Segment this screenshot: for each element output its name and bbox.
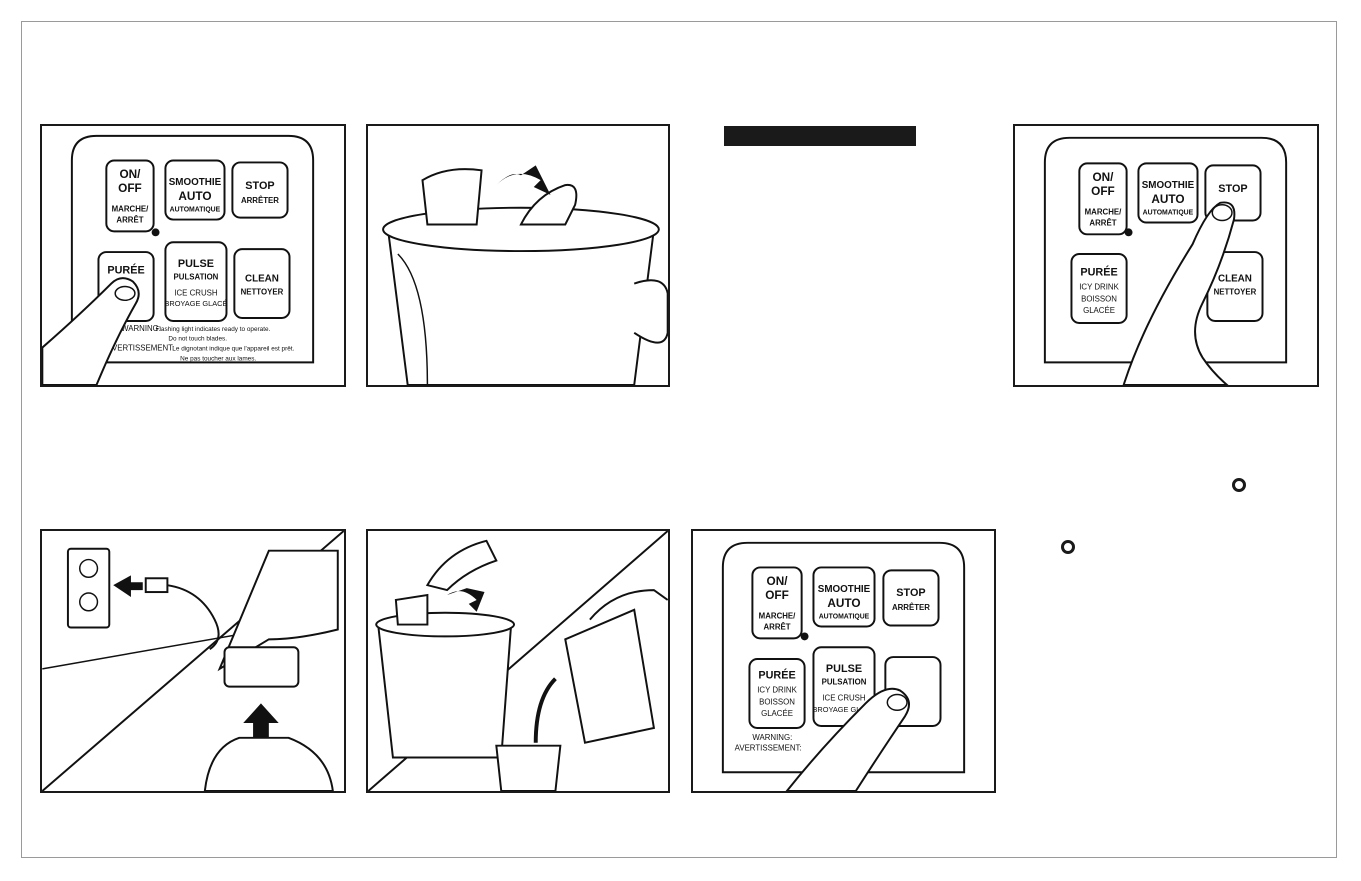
btn-smoothie-label: SMOOTHIE xyxy=(169,177,222,188)
illustration-press-clean: ON/ OFF MARCHE/ ARRÊT SMOOTHIE AUTO AUTO… xyxy=(691,529,996,793)
illustration-press-puree: ON/ OFF MARCHE/ ARRÊT SMOOTHIE AUTO AUTO… xyxy=(40,124,346,387)
btn-boisson-label-2: BOISSON xyxy=(1081,294,1117,303)
btn-pulsation-label-3: PULSATION xyxy=(822,678,867,687)
btn-puree-label-2: PURÉE xyxy=(1080,266,1117,279)
btn-glacee-label-2: GLACÉE xyxy=(1083,306,1115,315)
btn-stop-label-3: STOP xyxy=(896,587,925,599)
btn-on-label-2: ON/ xyxy=(1092,170,1114,184)
btn-smoothie-label-3: SMOOTHIE xyxy=(818,584,871,595)
btn-off-label: OFF xyxy=(118,181,142,195)
btn-stop-label: STOP xyxy=(245,180,274,192)
btn-ice-crush-label: ICE CRUSH xyxy=(174,288,218,297)
btn-arret-label: ARRÊT xyxy=(116,216,143,225)
control-panel-illustration-2: ON/ OFF MARCHE/ ARRÊT SMOOTHIE AUTO AUTO… xyxy=(1043,136,1288,385)
btn-glacee-label-3: GLACÉE xyxy=(761,709,793,718)
hand-icon xyxy=(425,539,498,592)
avert-text: Le dignotant indique que l'appareil est … xyxy=(172,346,294,353)
btn-marche-label: MARCHE/ xyxy=(112,205,149,214)
illustration-pour xyxy=(366,529,670,793)
btn-puree-label-3: PURÉE xyxy=(758,669,795,682)
btn-nettoyer-label: NETTOYER xyxy=(241,287,284,296)
btn-auto-label: AUTO xyxy=(178,189,211,203)
unplug-arrow-icon xyxy=(113,575,143,597)
illustration-press-stop: ON/ OFF MARCHE/ ARRÊT SMOOTHIE AUTO AUTO… xyxy=(1013,124,1319,387)
warning-text: Flashing light indicates ready to operat… xyxy=(156,326,271,333)
finger-icon-3 xyxy=(785,687,910,791)
control-panel-illustration-1: ON/ OFF MARCHE/ ARRÊT SMOOTHIE AUTO AUTO… xyxy=(42,134,315,385)
btn-arreter-label-3: ARRÊTER xyxy=(892,603,930,612)
btn-ice-crush-label-3: ICE CRUSH xyxy=(822,693,866,702)
btn-icy-label-3: ICY DRINK xyxy=(757,686,797,695)
illustration-unplug xyxy=(40,529,346,793)
btn-automatique-label-3: AUTOMATIQUE xyxy=(819,614,870,621)
btn-pulse-label-3: PULSE xyxy=(826,663,862,675)
btn-auto-label-3: AUTO xyxy=(827,596,860,610)
ring-indicator-icon-2 xyxy=(1061,540,1075,554)
avert-text-2: Ne pas toucher aux lames. xyxy=(180,355,256,362)
control-panel-illustration-3: ON/ OFF MARCHE/ ARRÊT SMOOTHIE AUTO AUTO… xyxy=(721,541,966,791)
lift-arrow-icon xyxy=(243,703,279,763)
indicator-light xyxy=(151,228,160,237)
btn-arret-label-2: ARRÊT xyxy=(1089,218,1116,227)
btn-pulsation-label: PULSATION xyxy=(174,273,219,282)
btn-stop-label-2: STOP xyxy=(1218,183,1247,195)
finger-icon xyxy=(42,277,140,385)
btn-clean-label: CLEAN xyxy=(245,274,279,285)
btn-boisson-label-3: BOISSON xyxy=(759,697,795,706)
warning-label-3: WARNING: xyxy=(752,733,792,742)
btn-on-label: ON/ xyxy=(119,167,141,181)
btn-clean-label-2: CLEAN xyxy=(1218,274,1252,285)
illustration-open-lid xyxy=(366,124,670,387)
btn-nettoyer-label-2: NETTOYER xyxy=(1214,287,1257,296)
curved-arrow-icon xyxy=(496,165,551,195)
ring-indicator-icon xyxy=(1232,478,1246,492)
btn-on-label-3: ON/ xyxy=(767,574,789,588)
btn-marche-label-2: MARCHE/ xyxy=(1085,208,1122,217)
btn-automatique-label: AUTOMATIQUE xyxy=(170,207,221,214)
btn-puree-label: PURÉE xyxy=(107,264,144,277)
btn-marche-label-3: MARCHE/ xyxy=(759,612,796,621)
btn-broyage-label: BROYAGE GLACÉ xyxy=(164,299,227,308)
btn-arret-label-3: ARRÊT xyxy=(763,622,790,631)
avert-label: AVERTISSEMENT: xyxy=(107,344,174,353)
btn-auto-label-2: AUTO xyxy=(1151,192,1184,206)
warning-text-2: Do not touch blades. xyxy=(168,336,227,343)
btn-off-label-2: OFF xyxy=(1091,184,1115,198)
lid-illustration xyxy=(382,165,668,385)
page-border xyxy=(21,21,1337,858)
unplug-illustration xyxy=(42,531,344,791)
btn-smoothie-label-2: SMOOTHIE xyxy=(1142,180,1195,191)
btn-automatique-label-2: AUTOMATIQUE xyxy=(1143,210,1194,217)
btn-off-label-3: OFF xyxy=(765,588,789,602)
lid-arrow-icon xyxy=(447,588,485,612)
btn-pulse-label: PULSE xyxy=(178,258,214,270)
btn-icy-label-2: ICY DRINK xyxy=(1079,282,1119,291)
pour-illustration xyxy=(368,531,668,791)
finger-icon-2 xyxy=(1122,201,1236,385)
btn-broyage-label-3: BROYAGE GLACÉ xyxy=(813,705,876,714)
avert-label-3: AVERTISSEMENT: xyxy=(735,744,802,753)
warning-label: WARNING: xyxy=(121,324,161,333)
btn-arreter-label: ARRÊTER xyxy=(241,196,279,205)
outlet-icon xyxy=(66,547,111,629)
section-heading-bar xyxy=(724,126,916,146)
